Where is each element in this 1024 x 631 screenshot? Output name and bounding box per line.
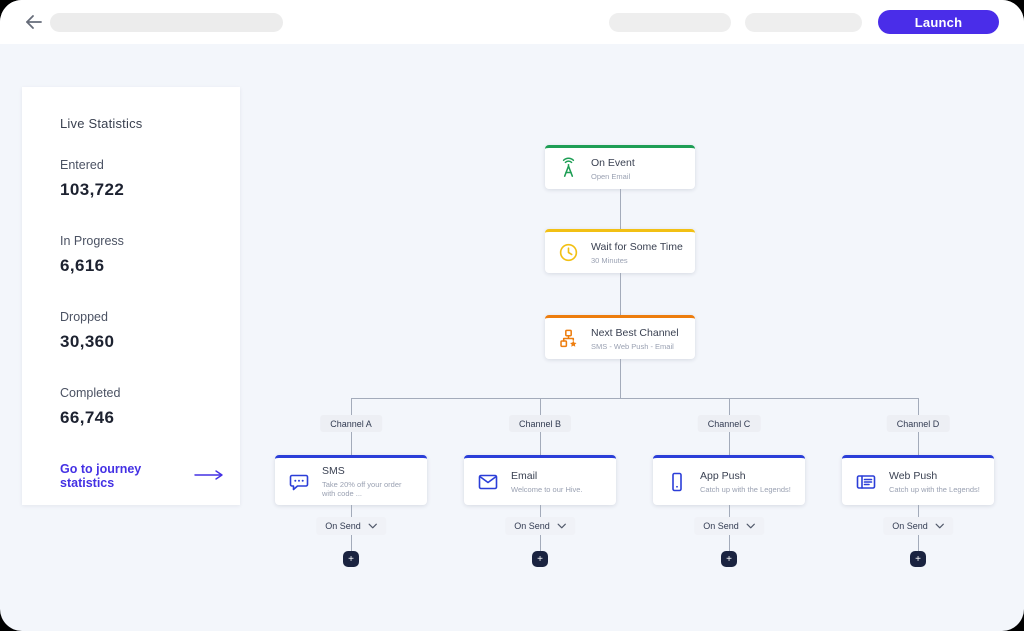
- node-title: Next Best Channel: [591, 326, 679, 339]
- connector-line: [351, 535, 352, 551]
- connector-line: [729, 398, 730, 415]
- branch-channel-a: Channel A SMS Take 20% off your order wi…: [275, 398, 427, 570]
- stat-completed: Completed 66,746: [60, 386, 224, 428]
- email-icon: [476, 470, 500, 494]
- on-send-label: On Send: [703, 521, 739, 531]
- channel-label: Channel D: [886, 415, 950, 432]
- chevron-down-icon: [368, 523, 377, 529]
- node-email[interactable]: Email Welcome to our Hive.: [464, 455, 616, 505]
- node-web-push[interactable]: Web Push Catch up with the Legends!: [842, 455, 994, 505]
- stat-value: 103,722: [60, 180, 125, 199]
- channel-label: Channel C: [697, 415, 761, 432]
- on-send-label: On Send: [892, 521, 928, 531]
- node-next-best-channel[interactable]: Next Best Channel SMS - Web Push - Email: [545, 315, 695, 359]
- hierarchy-star-icon: [557, 327, 580, 350]
- journey-statistics-link-label: Go to journey statistics: [60, 462, 142, 490]
- stat-value: 30,360: [60, 332, 115, 351]
- node-wait[interactable]: Wait for Some Time 30 Minutes: [545, 229, 695, 273]
- stat-entered: Entered 103,722: [60, 158, 224, 200]
- node-subtitle: Take 20% off your order with code ...: [322, 480, 402, 498]
- on-send-label: On Send: [514, 521, 550, 531]
- node-title: App Push: [700, 469, 746, 482]
- channel-label: Channel B: [508, 415, 572, 432]
- chevron-down-icon: [746, 523, 755, 529]
- stat-label: Completed: [60, 386, 121, 400]
- connector-line: [540, 535, 541, 551]
- add-step-button[interactable]: +: [910, 551, 926, 567]
- node-title: Email: [511, 469, 538, 482]
- node-subtitle: Catch up with the Legends!: [889, 484, 980, 494]
- journey-name-skeleton: [50, 13, 283, 32]
- branch-channel-b: Channel B Email Welcome to our Hive. On …: [464, 398, 616, 570]
- web-push-icon: [854, 470, 878, 494]
- connector-line: [540, 432, 541, 455]
- chevron-down-icon: [935, 523, 944, 529]
- on-send-dropdown[interactable]: On Send: [316, 517, 386, 535]
- stat-in-progress: In Progress 6,616: [60, 234, 224, 276]
- connector-line: [729, 535, 730, 551]
- stat-dropped: Dropped 30,360: [60, 310, 224, 352]
- connector-line: [540, 398, 541, 415]
- node-title: Wait for Some Time: [591, 240, 683, 253]
- add-step-button[interactable]: +: [532, 551, 548, 567]
- connector-line: [620, 273, 621, 315]
- node-subtitle: Catch up with the Legends!: [700, 484, 791, 494]
- node-app-push[interactable]: App Push Catch up with the Legends!: [653, 455, 805, 505]
- connector-line: [729, 432, 730, 455]
- connector-line: [918, 535, 919, 551]
- connector-line: [918, 398, 919, 415]
- arrow-left-icon: [22, 15, 44, 36]
- chevron-down-icon: [557, 523, 566, 529]
- connector-line: [620, 189, 621, 229]
- connector-line: [351, 505, 352, 517]
- channel-label: Channel A: [320, 415, 382, 432]
- stat-value: 66,746: [60, 408, 115, 427]
- stat-label: In Progress: [60, 234, 124, 248]
- node-subtitle: SMS - Web Push - Email: [591, 341, 674, 351]
- branch-channel-d: Channel D Web Push Catch up with the Leg…: [842, 398, 994, 570]
- topbar: Launch: [0, 0, 1024, 44]
- long-arrow-right-icon: [194, 469, 224, 483]
- node-on-event[interactable]: On Event Open Email: [545, 145, 695, 189]
- broadcast-icon: [557, 157, 580, 180]
- sms-icon: [287, 470, 311, 494]
- node-subtitle: 30 Minutes: [591, 255, 628, 265]
- journey-statistics-link[interactable]: Go to journey statistics: [60, 462, 224, 490]
- add-step-button[interactable]: +: [343, 551, 359, 567]
- node-title: Web Push: [889, 469, 938, 482]
- node-title: On Event: [591, 156, 635, 169]
- add-step-button[interactable]: +: [721, 551, 737, 567]
- connector-line: [729, 505, 730, 517]
- stat-label: Entered: [60, 158, 104, 172]
- node-title: SMS: [322, 465, 345, 477]
- node-subtitle: Open Email: [591, 171, 631, 181]
- clock-icon: [557, 241, 580, 264]
- stat-label: Dropped: [60, 310, 108, 324]
- connector-trunk-line: [620, 359, 621, 398]
- connector-line: [540, 505, 541, 517]
- branch-channel-c: Channel C App Push Catch up with the Leg…: [653, 398, 805, 570]
- connector-branch-line: [351, 398, 918, 399]
- stat-value: 6,616: [60, 256, 105, 275]
- launch-button[interactable]: Launch: [878, 10, 999, 34]
- back-button[interactable]: [22, 11, 44, 33]
- toolbar-skeleton-1: [609, 13, 731, 32]
- node-sms[interactable]: SMS Take 20% off your order with code ..…: [275, 455, 427, 505]
- connector-line: [918, 432, 919, 455]
- on-send-dropdown[interactable]: On Send: [505, 517, 575, 535]
- connector-line: [351, 398, 352, 415]
- live-statistics-panel: Live Statistics Entered 103,722 In Progr…: [22, 87, 240, 505]
- stats-title: Live Statistics: [60, 116, 143, 131]
- connector-line: [351, 432, 352, 455]
- app-push-icon: [665, 470, 689, 494]
- toolbar-skeleton-2: [745, 13, 862, 32]
- connector-line: [918, 505, 919, 517]
- on-send-label: On Send: [325, 521, 361, 531]
- on-send-dropdown[interactable]: On Send: [883, 517, 953, 535]
- node-subtitle: Welcome to our Hive.: [511, 484, 583, 494]
- on-send-dropdown[interactable]: On Send: [694, 517, 764, 535]
